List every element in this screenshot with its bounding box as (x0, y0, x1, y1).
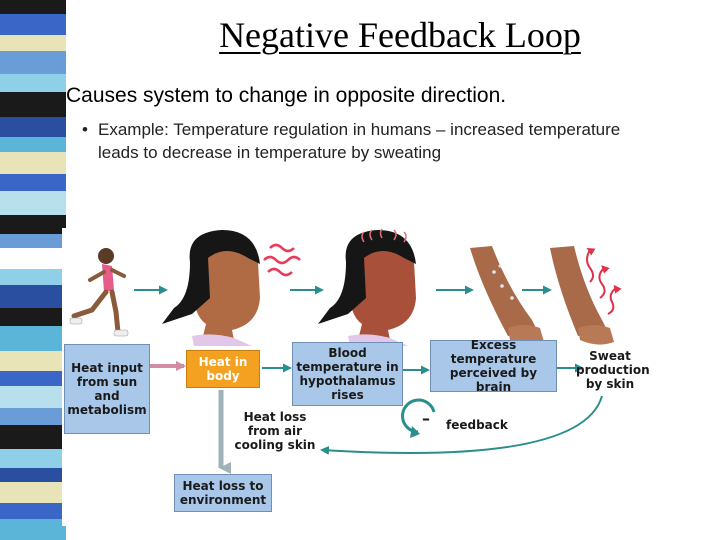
label-heat-loss-air: Heat loss from air cooling skin (234, 410, 316, 452)
arrow-sweat-return (320, 395, 603, 455)
arm-cooling-icon (550, 246, 622, 345)
arm-sweat-icon (470, 246, 544, 345)
label-feedback: feedback (446, 418, 508, 432)
box-excess-temperature: Excess temperature perceived by brain (430, 338, 557, 394)
bullet-main: Causes system to change in opposite dire… (66, 84, 507, 107)
box-heat-loss-environment: Heat loss to environment (174, 474, 272, 512)
box-heat-input: Heat input from sun and metabolism (64, 344, 150, 434)
head-heat-icon (162, 230, 301, 346)
slide-title: Negative Feedback Loop (219, 15, 581, 55)
feedback-loop-icon (401, 398, 436, 438)
diagram-graphics (69, 228, 622, 474)
bullet-sub-text: Example: Temperature regulation in human… (98, 120, 621, 162)
box-blood-temperature: Blood temperature in hypothalamus rises (292, 342, 403, 406)
decorative-stripe-bar (0, 0, 80, 540)
feedback-diagram: Heat input from sun and metabolism Heat … (62, 228, 662, 526)
feedback-minus-sign: – (422, 409, 430, 428)
bullet-sub: • Example: Temperature regulation in hum… (82, 118, 642, 164)
label-sweat-production: Sweat production by skin (576, 349, 650, 391)
head-flushed-icon (318, 228, 416, 346)
bullet-marker: • (82, 120, 88, 139)
box-heat-in-body: Heat in body (186, 350, 260, 388)
runner-icon (69, 248, 129, 337)
